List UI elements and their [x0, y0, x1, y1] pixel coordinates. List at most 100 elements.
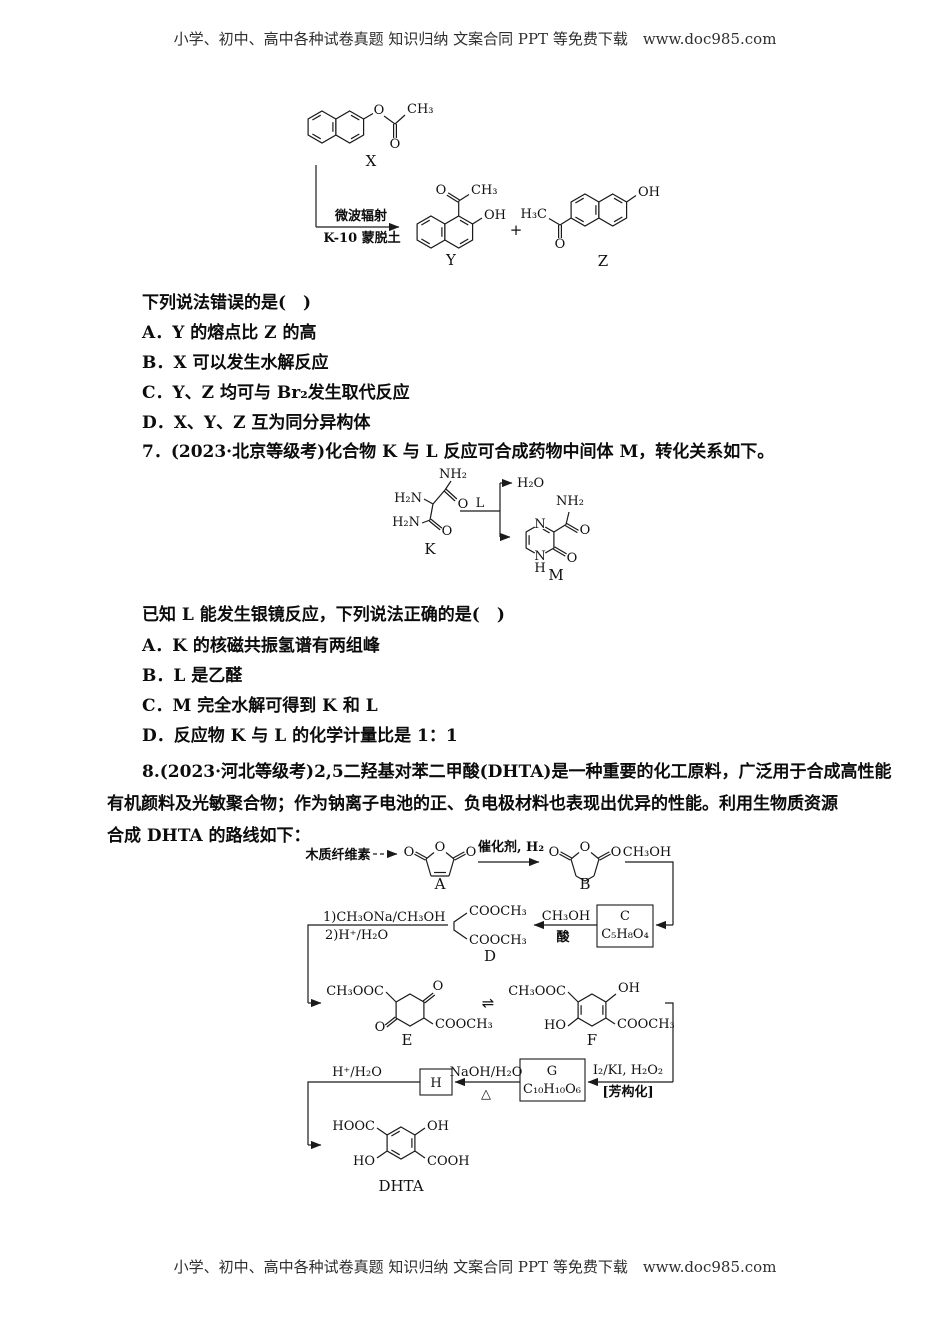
- connector-d-to-e: [307, 924, 448, 1003]
- atom-o-right-a: O: [466, 845, 477, 860]
- q7-option-a: A．K 的核磁共振氢谱有两组峰: [142, 636, 380, 656]
- condition-microwave: 微波辐射: [334, 208, 387, 224]
- atom-h-ring: H: [534, 561, 545, 576]
- q8-intro-line3: 合成 DHTA 的路线如下：: [107, 826, 311, 846]
- atom-ch3-y: CH₃: [471, 183, 498, 198]
- reaction-diagram-k-l-m: NH₂ O H₂N H₂N O K L H₂O: [392, 467, 591, 584]
- q6-option-d: D．X、Y、Z 互为同分异构体: [142, 413, 371, 433]
- atom-cooch3-f: COOCH₃: [617, 1017, 675, 1032]
- atom-cooch3-e: COOCH₃: [435, 1017, 493, 1032]
- atom-o-acetyl-z: O: [555, 237, 566, 252]
- atom-oh-dhta: OH: [427, 1119, 449, 1134]
- atom-ho-f: HO: [544, 1018, 566, 1033]
- structure-m: N N H NH₂ O O M: [525, 494, 591, 584]
- atom-o-topright-e: O: [433, 979, 444, 994]
- footer-watermark: 小学、初中、高中各种试卷真题 知识归纳 文案合同 PPT 等免费下载 www.d…: [173, 1258, 777, 1276]
- atom-nh2-upper: NH₂: [439, 467, 467, 482]
- atom-h2n-upper: H₂N: [394, 491, 422, 506]
- label-y: Y: [445, 251, 457, 269]
- label-g: G: [547, 1064, 557, 1079]
- box-g: G C₁₀H₁₀O₆: [519, 1058, 586, 1102]
- q6-stem: 下列说法错误的是( ): [142, 293, 312, 313]
- label-a: A: [434, 875, 446, 893]
- box-h: H: [419, 1068, 453, 1096]
- atom-ho-dhta: HO: [353, 1154, 375, 1169]
- atom-cooch3-top-d: COOCH₃: [469, 904, 527, 919]
- q6-option-a: A．Y 的熔点比 Z 的高: [142, 323, 317, 343]
- plus-sign: +: [510, 221, 523, 239]
- header-watermark: 小学、初中、高中各种试卷真题 知识归纳 文案合同 PPT 等免费下载 www.d…: [173, 30, 777, 48]
- atom-o-upper: O: [458, 497, 469, 512]
- label-d: D: [484, 947, 496, 965]
- condition-aromatize: [芳构化]: [602, 1084, 653, 1100]
- dhta-synthesis-scheme: 木质纤维素 O O O A 催化剂, H₂ O: [304, 839, 675, 1195]
- atom-o-bottomleft-e: O: [375, 1020, 386, 1035]
- label-x: X: [366, 152, 377, 170]
- atom-o-left-b: O: [549, 845, 560, 860]
- condition-k10: K-10 蒙脱土: [323, 230, 400, 246]
- q7-option-d: D．反应物 K 与 L 的化学计量比是 1：1: [142, 726, 458, 746]
- connector-h-to-dhta: [307, 1081, 420, 1145]
- atom-cooh-dhta: COOH: [427, 1154, 470, 1169]
- atom-oh-f: OH: [618, 981, 640, 996]
- reagent-step2: 2)H⁺/H₂O: [325, 928, 388, 943]
- atom-n-ring-top: N: [534, 517, 545, 532]
- reagent-naoh: NaOH/H₂O: [450, 1065, 523, 1080]
- atom-o-ring-a: O: [435, 840, 446, 855]
- reagent-ch3oh-1: CH₃OH: [623, 845, 672, 860]
- connector-f-to-g: [665, 1002, 674, 1082]
- structure-d-dimethyl-succinate: COOCH₃ COOCH₃ D: [453, 904, 527, 965]
- atom-o-acetyl-y: O: [436, 183, 447, 198]
- connector-b-to-c: [625, 861, 674, 925]
- byproduct-h2o: H₂O: [517, 476, 544, 491]
- q6-option-b: B．X 可以发生水解反应: [142, 353, 329, 373]
- atom-oh-z: OH: [638, 185, 660, 200]
- structure-f-enol-ester: CH₃OOC OH HO COOCH₃ F: [508, 981, 675, 1049]
- label-lignin: 木质纤维素: [304, 847, 370, 863]
- atom-oh-y: OH: [484, 208, 506, 223]
- formula-c10h10o6: C₁₀H₁₀O₆: [523, 1082, 581, 1097]
- atom-cooch3-bottom-d: COOCH₃: [469, 933, 527, 948]
- q6-option-c: C．Y、Z 均可与 Br₂发生取代反应: [142, 383, 410, 403]
- condition-delta: △: [481, 1087, 491, 1102]
- q8-intro-line1: 8.(2023·河北等级考)2,5二羟基对苯二甲酸(DHTA)是一种重要的化工原…: [142, 762, 892, 782]
- label-h: H: [430, 1076, 441, 1091]
- q7-known: 已知 L 能发生银镜反应，下列说法正确的是( ): [142, 605, 505, 625]
- atom-o-carbonyl: O: [390, 137, 401, 152]
- condition-acid: 酸: [556, 929, 570, 945]
- structure-k: NH₂ O H₂N H₂N O K: [392, 467, 468, 558]
- structure-b-succinic-anhydride: O O O B: [549, 840, 622, 893]
- q7-option-c: C．M 完全水解可得到 K 和 L: [142, 696, 378, 716]
- atom-o-ester: O: [374, 103, 385, 118]
- atom-ch3: CH₃: [407, 102, 434, 117]
- atom-o-ring-b: O: [580, 840, 591, 855]
- atom-h2n-lower: H₂N: [392, 515, 420, 530]
- structure-y: O CH₃ OH Y: [416, 183, 506, 269]
- atom-hooc-dhta: HOOC: [332, 1119, 375, 1134]
- structure-e-dioxo-ester: CH₃OOC O O COOCH₃ E: [326, 979, 493, 1049]
- structure-x: O O CH₃ X: [307, 102, 434, 170]
- reagent-ch3oh-2: CH₃OH: [542, 909, 591, 924]
- structure-dhta: HOOC OH HO COOH DHTA: [332, 1119, 469, 1195]
- equilibrium-arrows: ⇌: [482, 994, 495, 1012]
- q7-option-b: B．L 是乙醛: [142, 666, 243, 686]
- atom-ch3ooc-f: CH₃OOC: [508, 984, 566, 999]
- atom-o-amide: O: [580, 523, 591, 538]
- structure-z: O H₃C OH Z: [521, 185, 661, 270]
- box-c: C C₅H₈O₄: [596, 904, 654, 948]
- atom-o-left-a: O: [404, 845, 415, 860]
- label-k: K: [424, 540, 436, 558]
- atom-ch3ooc-e: CH₃OOC: [326, 984, 384, 999]
- atom-o-right-b: O: [611, 845, 622, 860]
- reaction-arrow-l: L H₂O: [460, 476, 544, 542]
- label-e: E: [402, 1031, 413, 1049]
- label-b: B: [579, 875, 590, 893]
- atom-o-lower: O: [442, 524, 453, 539]
- reaction-diagram-x-y-z: O O CH₃ X 微波辐射 K-10 蒙脱土: [307, 102, 661, 270]
- label-l: L: [476, 496, 485, 511]
- reagent-step1: 1)CH₃ONa/CH₃OH: [323, 910, 446, 925]
- structure-a-maleic-anhydride: O O O A: [404, 840, 477, 893]
- reaction-arrow-conditions: 微波辐射 K-10 蒙脱土: [315, 165, 401, 246]
- label-dhta: DHTA: [378, 1177, 423, 1195]
- atom-nh2-amide: NH₂: [556, 494, 584, 509]
